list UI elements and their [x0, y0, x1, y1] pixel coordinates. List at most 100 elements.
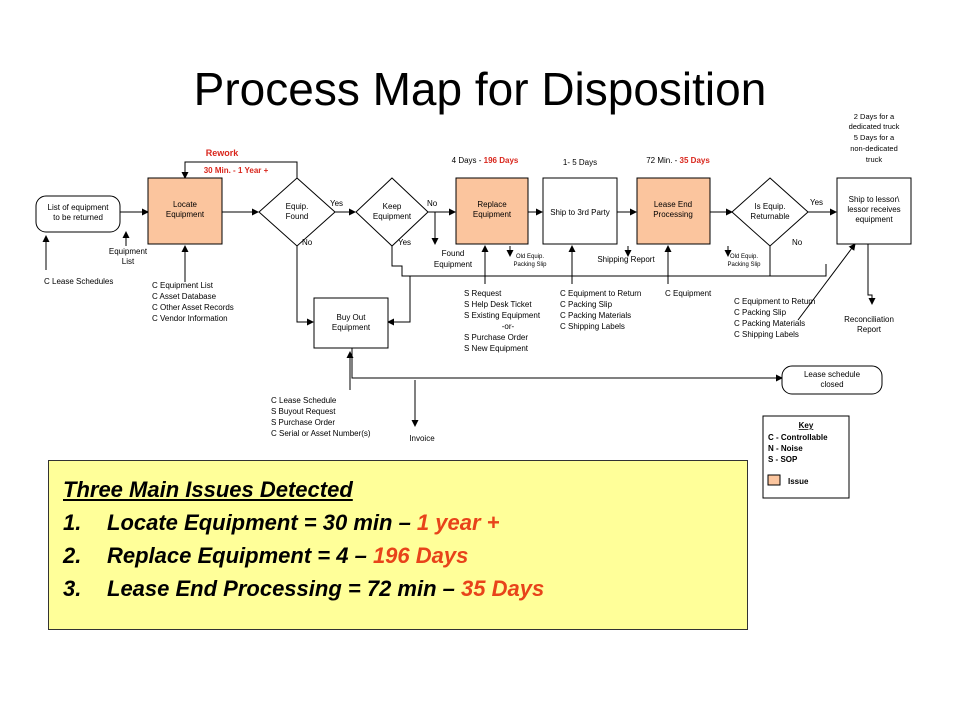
locate-equipment-box [147, 177, 223, 245]
ship-lessor-label-3: equipment [855, 215, 893, 224]
lessor-input-3: C Packing Materials [734, 319, 805, 328]
key-issue-swatch [767, 474, 781, 486]
ship-lessor-label-1: Ship to lessor\ [849, 195, 900, 204]
issue-item-3: 3.Lease End Processing = 72 min – 35 Day… [63, 572, 747, 605]
issue-item-2: 2. Replace Equipment = 4 – 196 Days [63, 539, 747, 572]
equip-found-yes: Yes [330, 199, 343, 208]
replace-inputs: S Request S Help Desk Ticket S Existing … [464, 289, 541, 353]
old-packing-2: Packing Slip [513, 262, 547, 268]
buyout-label-2: Equipment [332, 323, 371, 332]
time-lease-prefix: 72 Min. - [646, 156, 679, 165]
time-lease-red: 35 Days [680, 156, 711, 165]
keep-equipment-decision [355, 177, 429, 247]
buyout-input-1: C Lease Schedule [271, 396, 337, 405]
issue-text: Lease End Processing = 72 min – [107, 576, 461, 601]
start-node-label-2: to be returned [53, 213, 103, 222]
ship3rd-input-3: C Packing Materials [560, 311, 631, 320]
old-packing-4: Packing Slip [727, 262, 761, 268]
ship3rd-inputs: C Equipment to Return C Packing Slip C P… [560, 289, 641, 331]
lessor-inputs: C Equipment to Return C Packing Slip C P… [734, 297, 815, 339]
lease-closed-node [781, 365, 883, 395]
keep-label-2: Equipment [373, 212, 412, 221]
ship3rd-input-2: C Packing Slip [560, 300, 613, 309]
ship-note-1: 2 Days for a [854, 112, 895, 121]
lease-closed-label-2: closed [820, 380, 843, 389]
start-node-label-1: List of equipment [48, 203, 110, 212]
replace-equipment-box [455, 177, 529, 245]
buyout-input-2: S Buyout Request [271, 407, 336, 416]
issue-item-1: 1. Locate Equipment = 30 min – 1 year + [63, 506, 747, 539]
replace-input-6: S New Equipment [464, 344, 529, 353]
ship-note-4: non-dedicated [850, 144, 898, 153]
shipping-report: Shipping Report [597, 255, 655, 264]
returnable-label-1: Is Equip. [754, 202, 785, 211]
issue-number: 2. [63, 543, 82, 568]
time-replace: 4 Days - 196 Days [452, 156, 519, 165]
lessor-input-2: C Packing Slip [734, 308, 787, 317]
lease-end-label-1: Lease End [654, 200, 692, 209]
ship-note: 2 Days for a dedicated truck 5 Days for … [849, 112, 900, 164]
replace-input-1: S Request [464, 289, 502, 298]
c-lease-schedules: C Lease Schedules [44, 277, 113, 286]
issue-number: 3. [63, 576, 82, 601]
connectors [42, 161, 876, 427]
equip-found-decision [258, 177, 336, 247]
returnable-no: No [792, 238, 803, 247]
found-equipment-2: Equipment [434, 260, 473, 269]
start-node [35, 195, 121, 233]
key-line-2: N - Noise [768, 444, 803, 453]
ship-3rd-party-box [542, 177, 618, 245]
locate-input-2: C Asset Database [152, 292, 217, 301]
rework-time: 30 Min. - 1 Year + [204, 166, 269, 175]
buyout-input-4: C Serial or Asset Number(s) [271, 429, 371, 438]
keep-label-1: Keep [383, 202, 402, 211]
replace-input-4: -or- [502, 322, 515, 331]
issue-text: Replace Equipment = 4 – [107, 543, 373, 568]
issue-number: 1. [63, 510, 82, 535]
locate-label-1: Locate [173, 200, 198, 209]
ship-to-lessor-box [836, 177, 912, 245]
equipment-list-1: Equipment [109, 247, 148, 256]
key-line-3: S - SOP [768, 455, 798, 464]
ship-note-5: truck [866, 155, 883, 164]
found-equipment-1: Found [442, 249, 465, 258]
lease-input-1: C Equipment [665, 289, 712, 298]
issue-highlight: 196 Days [372, 543, 469, 568]
time-replace-red: 196 Days [484, 156, 519, 165]
ship3rd-input-1: C Equipment to Return [560, 289, 641, 298]
time-ship3rd: 1- 5 Days [563, 158, 597, 167]
issue-text: Locate Equipment = 30 min – [107, 510, 417, 535]
lease-closed-label-1: Lease schedule [804, 370, 861, 379]
returnable-decision [731, 177, 809, 247]
ship3rd-label: Ship to 3rd Party [550, 208, 610, 217]
key-issue-label: Issue [788, 477, 809, 486]
replace-input-5: S Purchase Order [464, 333, 528, 342]
reconciliation-2: Report [857, 325, 882, 334]
page-title: Process Map for Disposition [193, 63, 767, 115]
ship-note-3: 5 Days for a [854, 133, 895, 142]
keep-yes: Yes [398, 238, 411, 247]
old-packing-3: Old Equip. [730, 254, 758, 260]
returnable-label-2: Returnable [750, 212, 790, 221]
equip-found-label-2: Found [286, 212, 309, 221]
replace-input-3: S Existing Equipment [464, 311, 541, 320]
rework-label: Rework [206, 148, 240, 158]
returnable-yes: Yes [810, 198, 823, 207]
replace-label-1: Replace [477, 200, 507, 209]
buyout-label-1: Buy Out [337, 313, 367, 322]
locate-input-3: C Other Asset Records [152, 303, 234, 312]
buy-out-box [313, 297, 389, 349]
replace-input-2: S Help Desk Ticket [464, 300, 532, 309]
issues-box: Three Main Issues Detected 1.Locate Equi… [48, 460, 748, 630]
lessor-input-1: C Equipment to Return [734, 297, 815, 306]
key-line-1: C - Controllable [768, 433, 828, 442]
ship-lessor-label-2: lessor receives [847, 205, 900, 214]
locate-input-1: C Equipment List [152, 281, 214, 290]
equip-found-no: No [302, 238, 313, 247]
equipment-list-2: List [122, 257, 135, 266]
buyout-inputs: C Lease Schedule S Buyout Request S Purc… [271, 396, 371, 438]
issue-highlight: 1 year + [416, 510, 500, 535]
ship3rd-input-4: C Shipping Labels [560, 322, 625, 331]
